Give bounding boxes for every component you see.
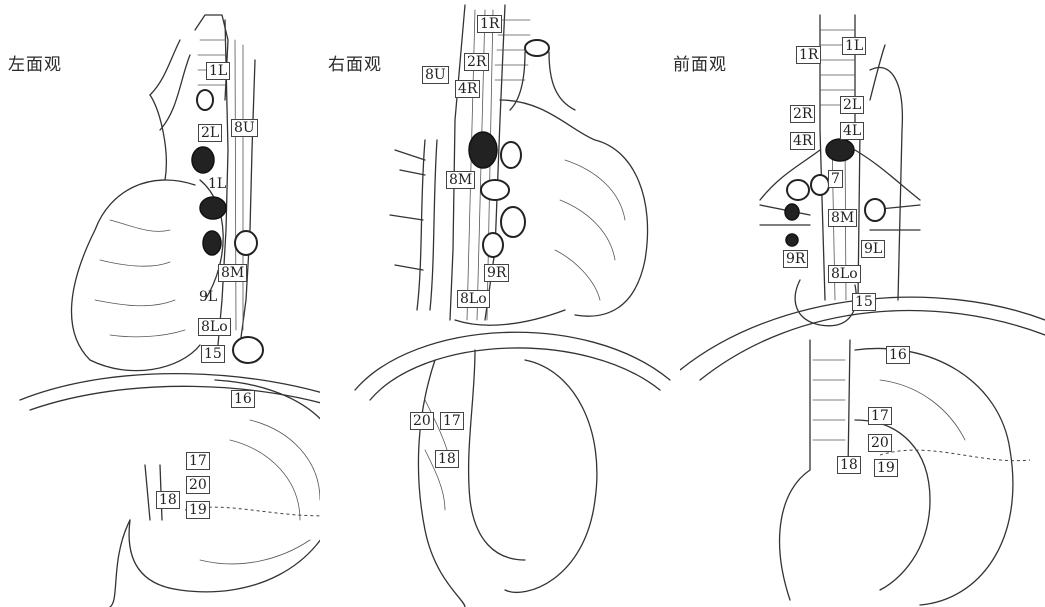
node-label-2L: 2L (198, 124, 222, 142)
node-label-15: 15 (852, 293, 876, 311)
node-label-8M: 8M (828, 209, 857, 227)
node-label-4L: 4L (840, 122, 864, 140)
left-view-illustration (0, 0, 320, 607)
node-label-19: 19 (186, 501, 210, 519)
node-label-9L: 9L (861, 240, 885, 258)
node-label-20: 20 (868, 434, 892, 452)
node-label-4R: 4R (455, 80, 480, 98)
node-label-1L-lower: 1L (205, 175, 229, 193)
node-label-2L: 2L (840, 96, 864, 114)
node-label-8U: 8U (422, 66, 449, 84)
node-label-17: 17 (440, 412, 464, 430)
node-label-1L: 1L (842, 37, 866, 55)
node-label-1L: 1L (206, 62, 230, 80)
node-label-16: 16 (231, 390, 255, 408)
node-label-2R: 2R (790, 105, 815, 123)
node-label-18: 18 (837, 456, 861, 474)
front-view-panel: 前面观 1R 1L 2R 2L 4R 4L 7 8M 9R 9L 8Lo 15 … (680, 0, 1045, 607)
node-label-18: 18 (435, 450, 459, 468)
node-label-8Lo: 8Lo (828, 265, 861, 283)
node-label-8Lo: 8Lo (457, 290, 490, 308)
right-view-illustration (325, 0, 680, 607)
node-label-15: 15 (201, 345, 225, 363)
node-label-17: 17 (868, 407, 892, 425)
node-label-8M: 8M (446, 171, 475, 189)
node-label-8U: 8U (231, 119, 258, 137)
node-label-20: 20 (410, 412, 434, 430)
node-label-9R: 9R (484, 264, 509, 282)
node-label-4R: 4R (790, 132, 815, 150)
left-view-title: 左面观 (8, 50, 62, 75)
front-view-title: 前面观 (673, 50, 727, 75)
node-label-17: 17 (186, 452, 210, 470)
node-label-20: 20 (186, 476, 210, 494)
node-label-1R: 1R (477, 15, 502, 33)
node-label-7: 7 (828, 170, 843, 188)
node-label-2R: 2R (464, 53, 489, 71)
node-label-8Lo: 8Lo (198, 318, 231, 336)
node-label-1R: 1R (796, 46, 821, 64)
node-label-16: 16 (886, 346, 910, 364)
node-label-18: 18 (156, 491, 180, 509)
node-label-9L: 9L (196, 288, 220, 306)
right-view-title: 右面观 (328, 50, 382, 75)
node-label-9R: 9R (783, 250, 808, 268)
node-label-8M: 8M (218, 264, 247, 282)
node-label-19: 19 (874, 459, 898, 477)
right-view-panel: 右面观 1R 2R 8U 4R 8M 9R 8Lo 20 17 18 (325, 0, 680, 607)
left-view-panel: 左面观 1L 2L 8U 1L 8M 9L 8Lo 15 16 17 20 18… (0, 0, 320, 607)
